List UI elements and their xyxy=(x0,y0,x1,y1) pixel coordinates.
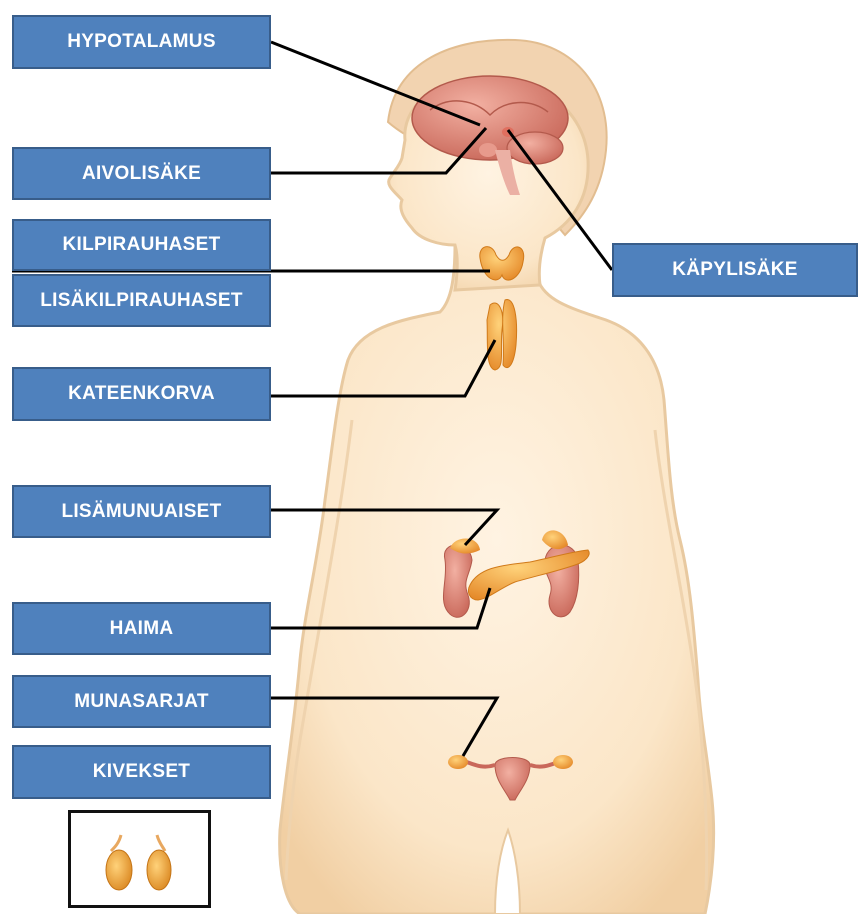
right-testis-duct xyxy=(157,835,165,851)
label-aivolisake: AIVOLISÄKE xyxy=(12,147,271,200)
pituitary-gland xyxy=(479,143,497,157)
left-testis xyxy=(106,850,132,890)
label-kilpirauhaset: KILPIRAUHASET xyxy=(12,219,271,271)
label-kapylisake: KÄPYLISÄKE xyxy=(612,243,858,297)
thymus-gland xyxy=(487,300,517,370)
label-lisamunuaiset: LISÄMUNUAISET xyxy=(12,485,271,538)
right-ovary xyxy=(553,755,573,769)
label-lisakilpirauhaset: LISÄKILPIRAUHASET xyxy=(12,274,271,327)
right-testis xyxy=(147,850,171,890)
label-hypotalamus: HYPOTALAMUS xyxy=(12,15,271,69)
label-kateenkorva: KATEENKORVA xyxy=(12,367,271,421)
left-testis-duct xyxy=(111,835,121,851)
label-munasarjat: MUNASARJAT xyxy=(12,675,271,728)
testes-illustration xyxy=(71,813,208,905)
left-ovary xyxy=(448,755,468,769)
testes-inset xyxy=(68,810,211,908)
label-haima: HAIMA xyxy=(12,602,271,655)
cerebellum xyxy=(507,132,563,164)
body-silhouette xyxy=(280,40,714,914)
label-kivekset: KIVEKSET xyxy=(12,745,271,799)
